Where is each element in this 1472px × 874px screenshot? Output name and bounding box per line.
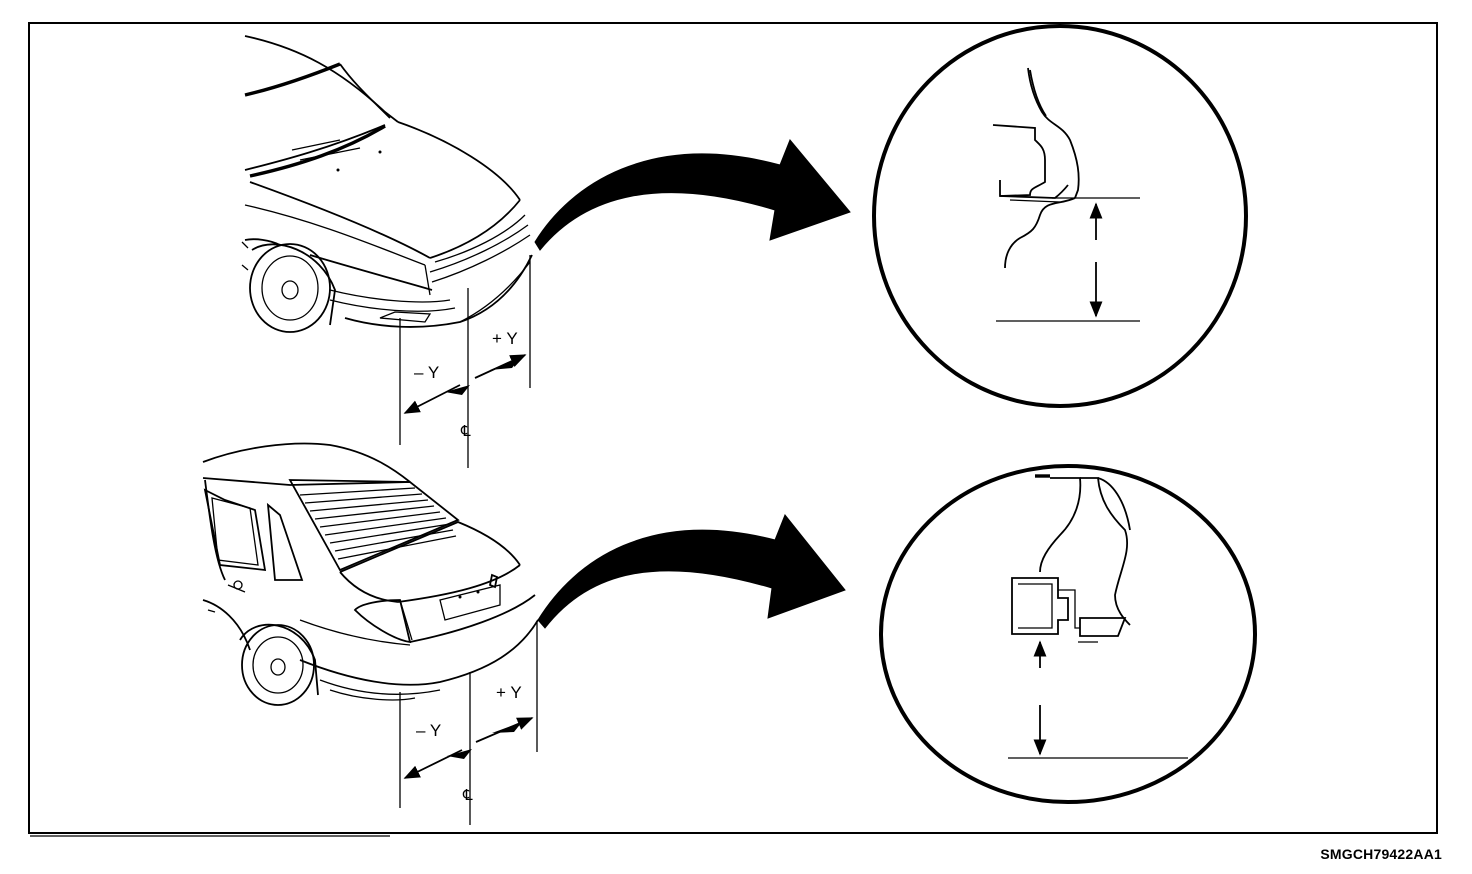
- diagram-frame: [28, 22, 1438, 834]
- front-car-illustration: [241, 35, 533, 333]
- rear-window-defroster-lines: [299, 487, 457, 560]
- front-dimension-lines: [399, 255, 531, 468]
- front-pos-y-label: + Y: [492, 329, 518, 348]
- figure-code: SMGCH79422AA1: [1320, 846, 1442, 862]
- rear-dimension-lines: [399, 622, 538, 825]
- front-centerline-symbol: ℄: [460, 423, 471, 440]
- rear-centerline-symbol: ℄: [462, 787, 473, 804]
- rear-pos-y-label: + Y: [496, 683, 522, 702]
- front-detail-circle: [872, 24, 1248, 408]
- rear-car-illustration: [202, 442, 539, 706]
- front-detail-arrow: [534, 139, 851, 251]
- rear-detail-arrow: [537, 514, 846, 629]
- rear-detail-circle: [879, 464, 1257, 804]
- rear-neg-y-label: – Y: [416, 721, 441, 740]
- front-neg-y-label: – Y: [414, 363, 439, 382]
